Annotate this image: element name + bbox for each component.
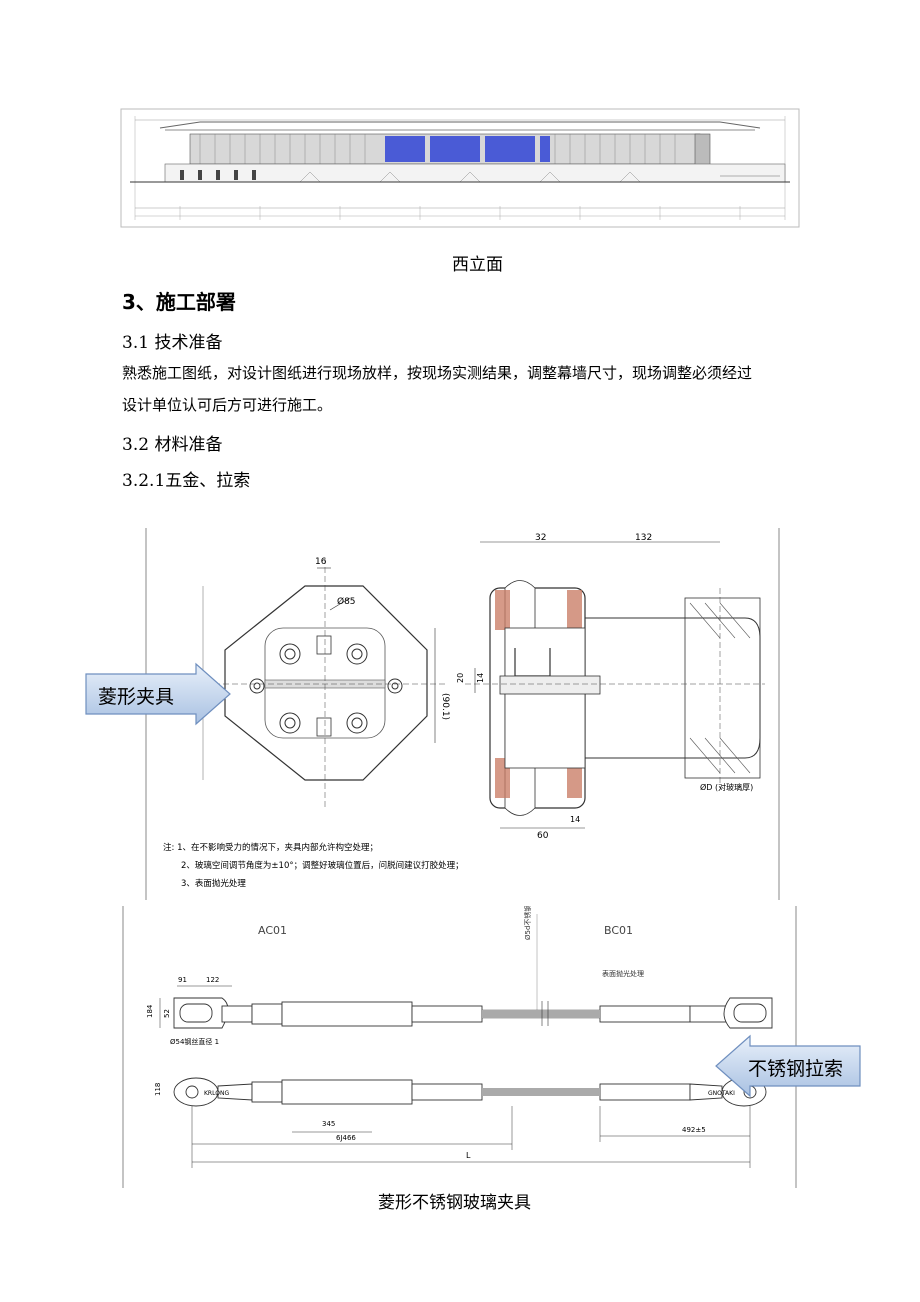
elevation-drawing: [120, 108, 800, 228]
dim-60: 60: [537, 831, 549, 841]
dim-91: 91: [178, 976, 187, 984]
cable-callout: 不锈钢拉索: [712, 1034, 862, 1098]
section-heading: 3、施工部署: [122, 290, 236, 314]
dim-L: L: [466, 1151, 471, 1160]
dim-od: ØD (对玻璃厚): [700, 782, 753, 792]
dim-20: 20: [456, 673, 465, 683]
dim-901: (90.1): [440, 693, 450, 720]
dim-14b: 14: [570, 815, 580, 824]
dim-345: 345: [322, 1120, 335, 1128]
note-3: 3、表面抛光处理: [181, 878, 246, 889]
subheading-hardware: 3.2.1五金、拉索: [122, 471, 251, 491]
label-ac01: AC01: [258, 924, 287, 937]
vertical-note: Ø5d不锈钢拉线1: [523, 906, 532, 940]
logo-left: KRLONG: [204, 1090, 229, 1097]
note-1: 注: 1、在不影响受力的情况下，夹具内部允许构空处理；: [163, 842, 378, 853]
clamp-callout: 菱形夹具: [84, 662, 234, 726]
cable-drawing: AC01 BC01 Ø5d不锈钢拉线1 表面抛光处理 91 122 184: [122, 886, 798, 1188]
dim-52: 52: [163, 1009, 171, 1018]
dim-32: 32: [535, 533, 546, 543]
subheading-tech-prep: 3.1 技术准备: [122, 333, 223, 353]
label-bc01: BC01: [604, 924, 633, 937]
dim-14a: 14: [476, 673, 485, 683]
logo-right: GNOTAKI: [708, 1090, 735, 1097]
paragraph-line-1: 熟悉施工图纸，对设计图纸进行现场放样，按现场实测结果，调整幕墙尺寸，现场调整必须…: [122, 364, 753, 382]
dim-bolt: Ø54钢丝直径 1: [170, 1037, 219, 1046]
dim-side: 118: [154, 1083, 162, 1096]
dim-184: 184: [146, 1004, 154, 1018]
dim-6466: 6J466: [336, 1134, 356, 1142]
dim-492: 492±5: [682, 1126, 706, 1134]
dim-16: 16: [315, 557, 327, 567]
elevation-caption: 西立面: [452, 255, 503, 275]
dim-dia85: Ø85: [337, 596, 356, 607]
cable-callout-label: 不锈钢拉索: [748, 1058, 844, 1080]
dim-122: 122: [206, 976, 219, 984]
dim-132: 132: [635, 533, 652, 543]
subheading-material-prep: 3.2 材料准备: [122, 435, 223, 455]
figure-caption: 菱形不锈钢玻璃夹具: [378, 1193, 531, 1213]
paragraph-line-2: 设计单位认可后方可进行施工。: [122, 396, 333, 414]
note-2: 2、玻璃空间调节角度为±10°；调整好玻璃位置后，问脱间建议打胶处理；: [181, 860, 464, 871]
surface-note: 表面抛光处理: [602, 969, 644, 978]
clamp-drawing: 16 Ø85 (90.1) 32 132 20: [145, 528, 785, 900]
clamp-callout-label: 菱形夹具: [98, 686, 175, 708]
